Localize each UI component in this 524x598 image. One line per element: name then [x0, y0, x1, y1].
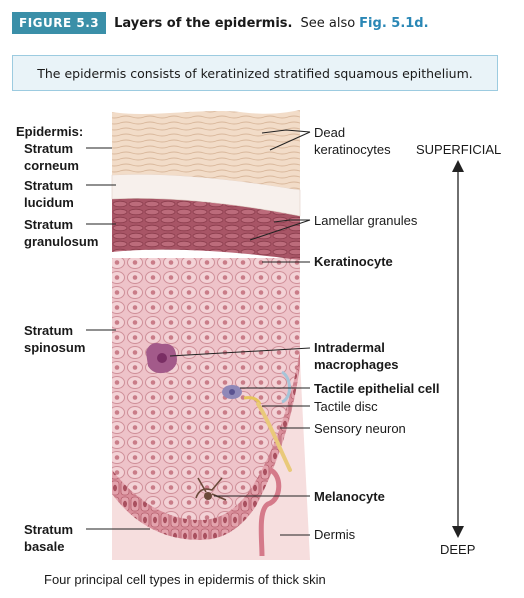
- arrow-down-icon: [452, 526, 464, 538]
- arrow-up-icon: [452, 160, 464, 172]
- label-superficial: SUPERFICIAL: [416, 142, 502, 157]
- label-melanocyte: Melanocyte: [314, 489, 385, 504]
- stratum-spinosum-layer: [112, 258, 300, 530]
- figure-header: FIGURE 5.3 Layers of the epidermis. See …: [12, 12, 429, 34]
- label-granulosum-1: Stratum: [24, 217, 74, 232]
- label-lucidum-1: Stratum: [24, 178, 74, 193]
- tactile-epithelial-cell: [222, 385, 242, 399]
- stratum-basale-layer: [112, 350, 300, 540]
- see-also-text: See also: [300, 15, 356, 31]
- label-intradermal-1: Intradermal: [314, 340, 385, 355]
- dermal-capillary: [258, 467, 282, 557]
- label-epidermis: Epidermis:: [16, 124, 84, 139]
- stratum-corneum-layer: [112, 110, 300, 190]
- label-spinosum-2: spinosum: [24, 340, 86, 355]
- right-leader-lines: [169, 129, 311, 536]
- figure-ref-link[interactable]: Fig. 5.1d.: [359, 15, 429, 31]
- label-lucidum-2: lucidum: [24, 195, 74, 210]
- label-granulosum-2: granulosum: [24, 234, 99, 249]
- intradermal-macrophage-cell: [146, 343, 177, 374]
- melanocyte-cell: [195, 477, 227, 501]
- figure-number-badge: FIGURE 5.3: [12, 12, 107, 34]
- label-spinosum-1: Stratum: [24, 323, 74, 338]
- label-basale-1: Stratum: [24, 522, 74, 537]
- label-dermis: Dermis: [314, 527, 356, 542]
- summary-box: The epidermis consists of keratinized st…: [12, 55, 498, 91]
- depth-axis: [452, 160, 464, 538]
- label-basale-2: basale: [24, 539, 65, 554]
- sensory-neuron-shape: [256, 402, 292, 472]
- label-tactile-epithelial-cell: Tactile epithelial cell: [314, 381, 440, 396]
- stratum-granulosum-layer: [112, 197, 300, 260]
- figure-title: Layers of the epidermis.: [114, 15, 293, 31]
- label-deep: DEEP: [440, 542, 476, 557]
- label-tactile-disc: Tactile disc: [314, 399, 378, 414]
- label-intradermal-2: macrophages: [314, 357, 399, 372]
- stratum-lucidum-layer: [111, 174, 301, 217]
- label-keratinocyte: Keratinocyte: [314, 254, 393, 269]
- label-corneum-2: corneum: [24, 158, 79, 173]
- label-dead-keratinocytes-1: Dead: [314, 125, 346, 140]
- label-corneum-1: Stratum: [24, 141, 74, 156]
- figure-caption: Four principal cell types in epidermis o…: [44, 572, 326, 587]
- label-lamellar-granules: Lamellar granules: [314, 213, 418, 228]
- label-dead-keratinocytes-2: keratinocytes: [314, 142, 391, 157]
- left-leader-lines: [86, 147, 150, 530]
- summary-text: The epidermis consists of keratinized st…: [37, 65, 473, 81]
- label-sensory-neuron: Sensory neuron: [314, 421, 406, 436]
